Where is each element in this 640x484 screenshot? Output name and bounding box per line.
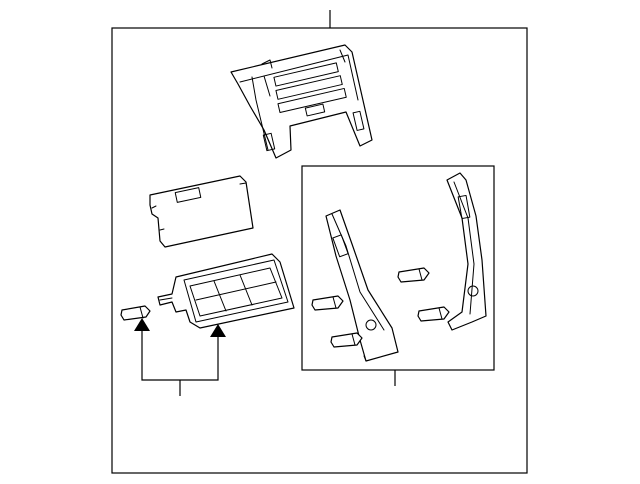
clip-left-part	[120, 305, 151, 321]
arrow-left-icon	[134, 318, 150, 331]
clip-inset-2-part	[311, 295, 344, 311]
left-trim-panel-part	[325, 209, 399, 362]
right-trim-panel-part	[446, 172, 487, 331]
control-module-part	[149, 175, 254, 248]
clip-inset-4-part	[330, 332, 363, 348]
arrow-right-icon	[210, 324, 226, 337]
clip-inset-3-part	[417, 306, 450, 322]
vent-grille-part	[157, 253, 295, 329]
bezel-top-part	[230, 44, 373, 159]
detail-inset-frame	[301, 165, 495, 371]
clip-leader-bracket	[134, 318, 226, 396]
outer-frame	[111, 27, 528, 474]
clip-inset-1-part	[397, 267, 430, 283]
